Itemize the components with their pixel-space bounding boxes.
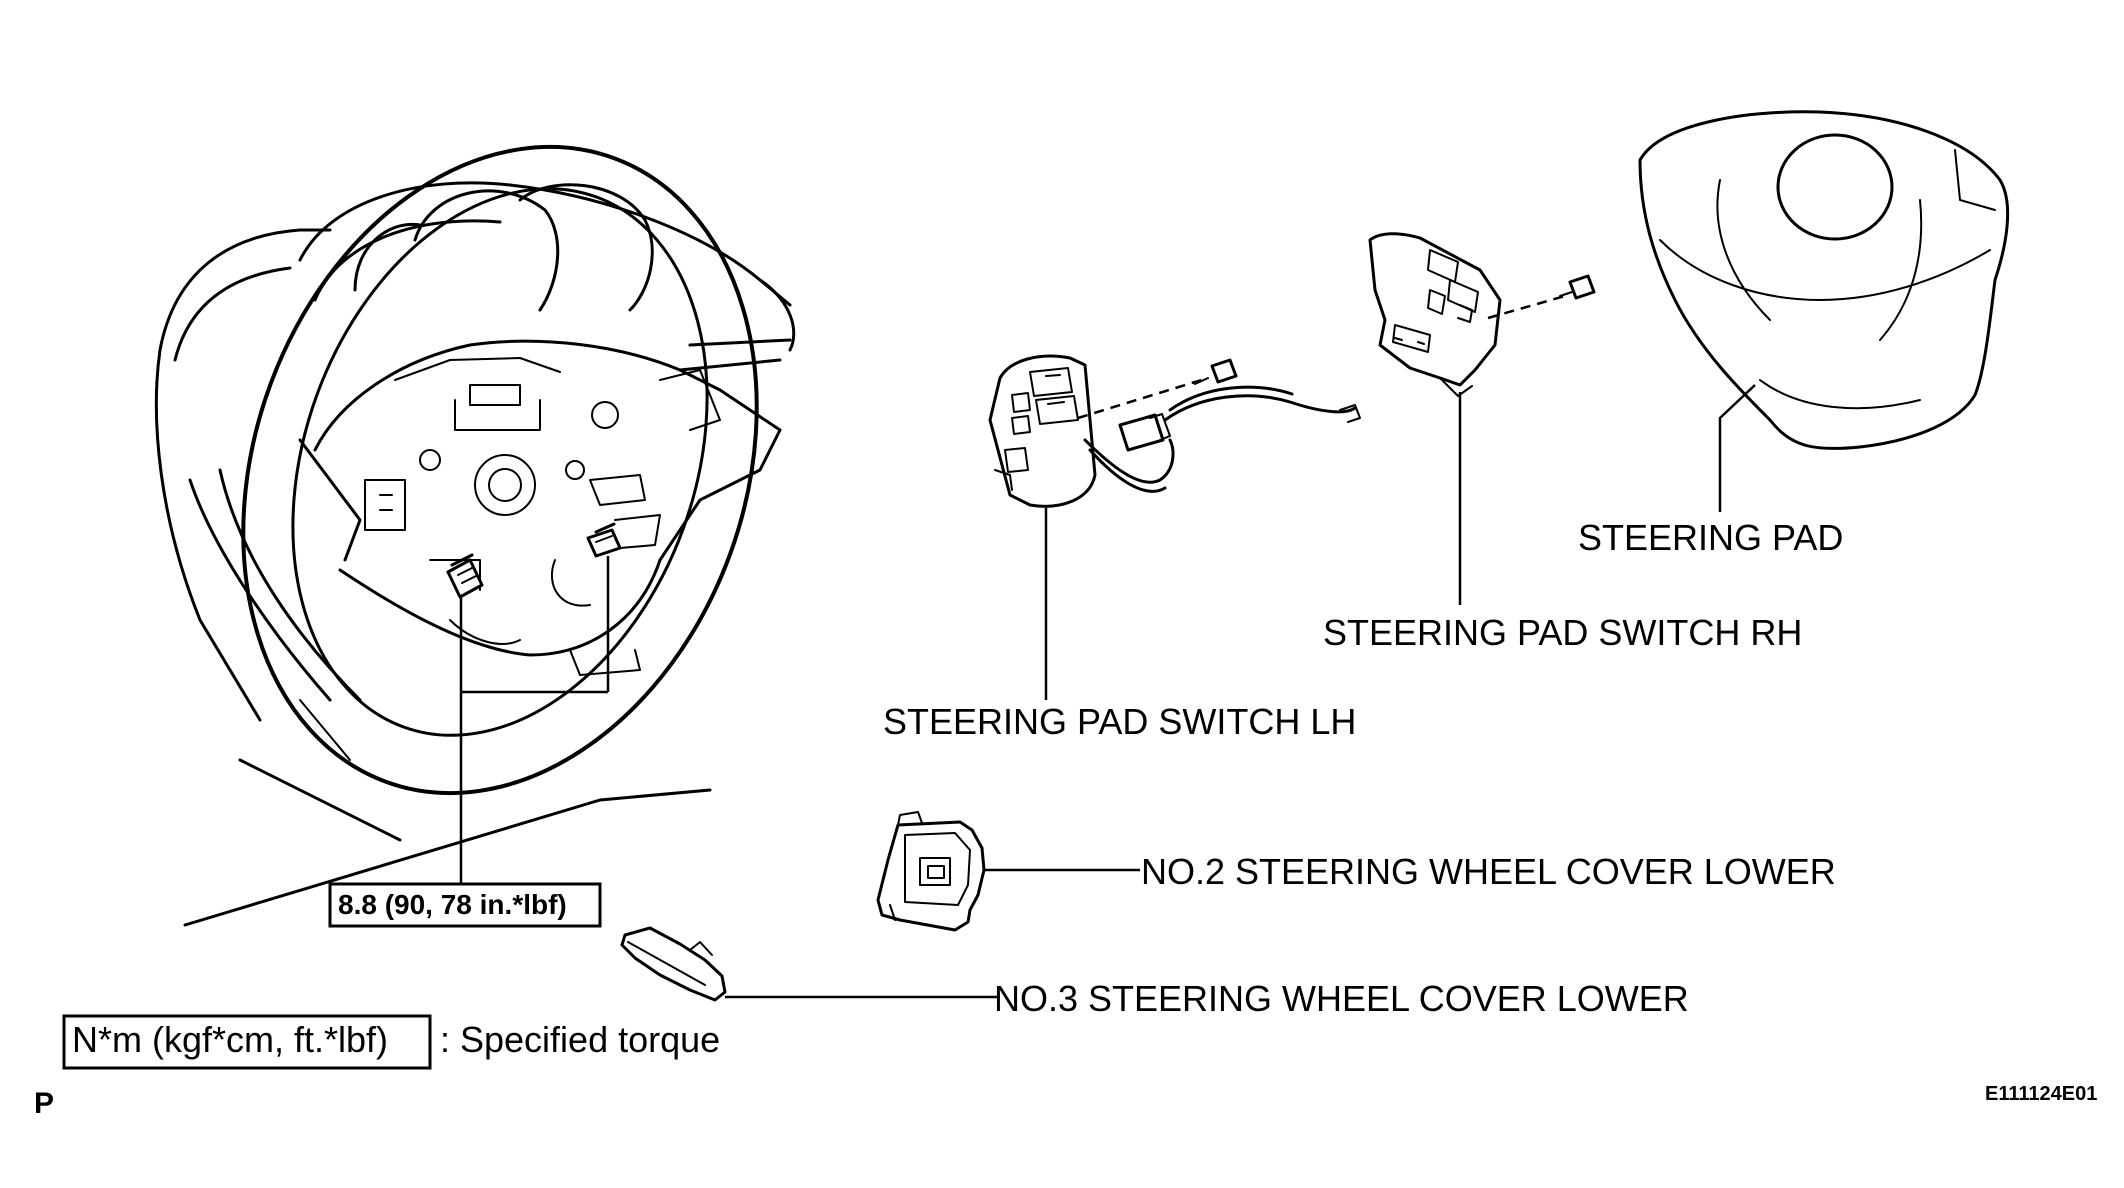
torque-leader-bracket (459, 556, 610, 885)
label-no2-cover: NO.2 STEERING WHEEL COVER LOWER (1141, 851, 1836, 892)
label-steering-pad: STEERING PAD (1578, 517, 1843, 558)
legend-description: : Specified torque (440, 1019, 720, 1060)
no3-cover-lower-drawing (620, 926, 727, 1002)
no2-cover-lower-drawing (876, 811, 986, 932)
figure-code: E111124E01 (1985, 1083, 2097, 1105)
label-no3-cover: NO.3 STEERING WHEEL COVER LOWER (994, 978, 1689, 1019)
legend-unit: N*m (kgf*cm, ft.*lbf) (72, 1019, 388, 1060)
page-mark: P (34, 1087, 54, 1120)
torque-value: 8.8 (90, 78 in.*lbf) (338, 889, 567, 920)
bolt-right-icon (586, 522, 622, 558)
leader-steering-pad (1718, 384, 1756, 512)
steering-pad-drawing (1638, 110, 2010, 451)
torque-callout: 8.8 (90, 78 in.*lbf) (328, 882, 602, 928)
steering-wheel-hub-drawing (298, 339, 782, 676)
instrument-panel-drawing (154, 181, 796, 927)
bolt-left-icon (446, 553, 484, 599)
steering-wheel-rim-drawing (241, 144, 759, 796)
torque-legend: N*m (kgf*cm, ft.*lbf) : Specified torque (62, 1014, 720, 1070)
label-switch-rh: STEERING PAD SWITCH RH (1323, 612, 1802, 653)
steering-pad-switch-rh-drawing (1368, 232, 1596, 397)
label-switch-lh: STEERING PAD SWITCH LH (883, 701, 1356, 742)
steering-pad-switch-lh-drawing (988, 354, 1361, 508)
